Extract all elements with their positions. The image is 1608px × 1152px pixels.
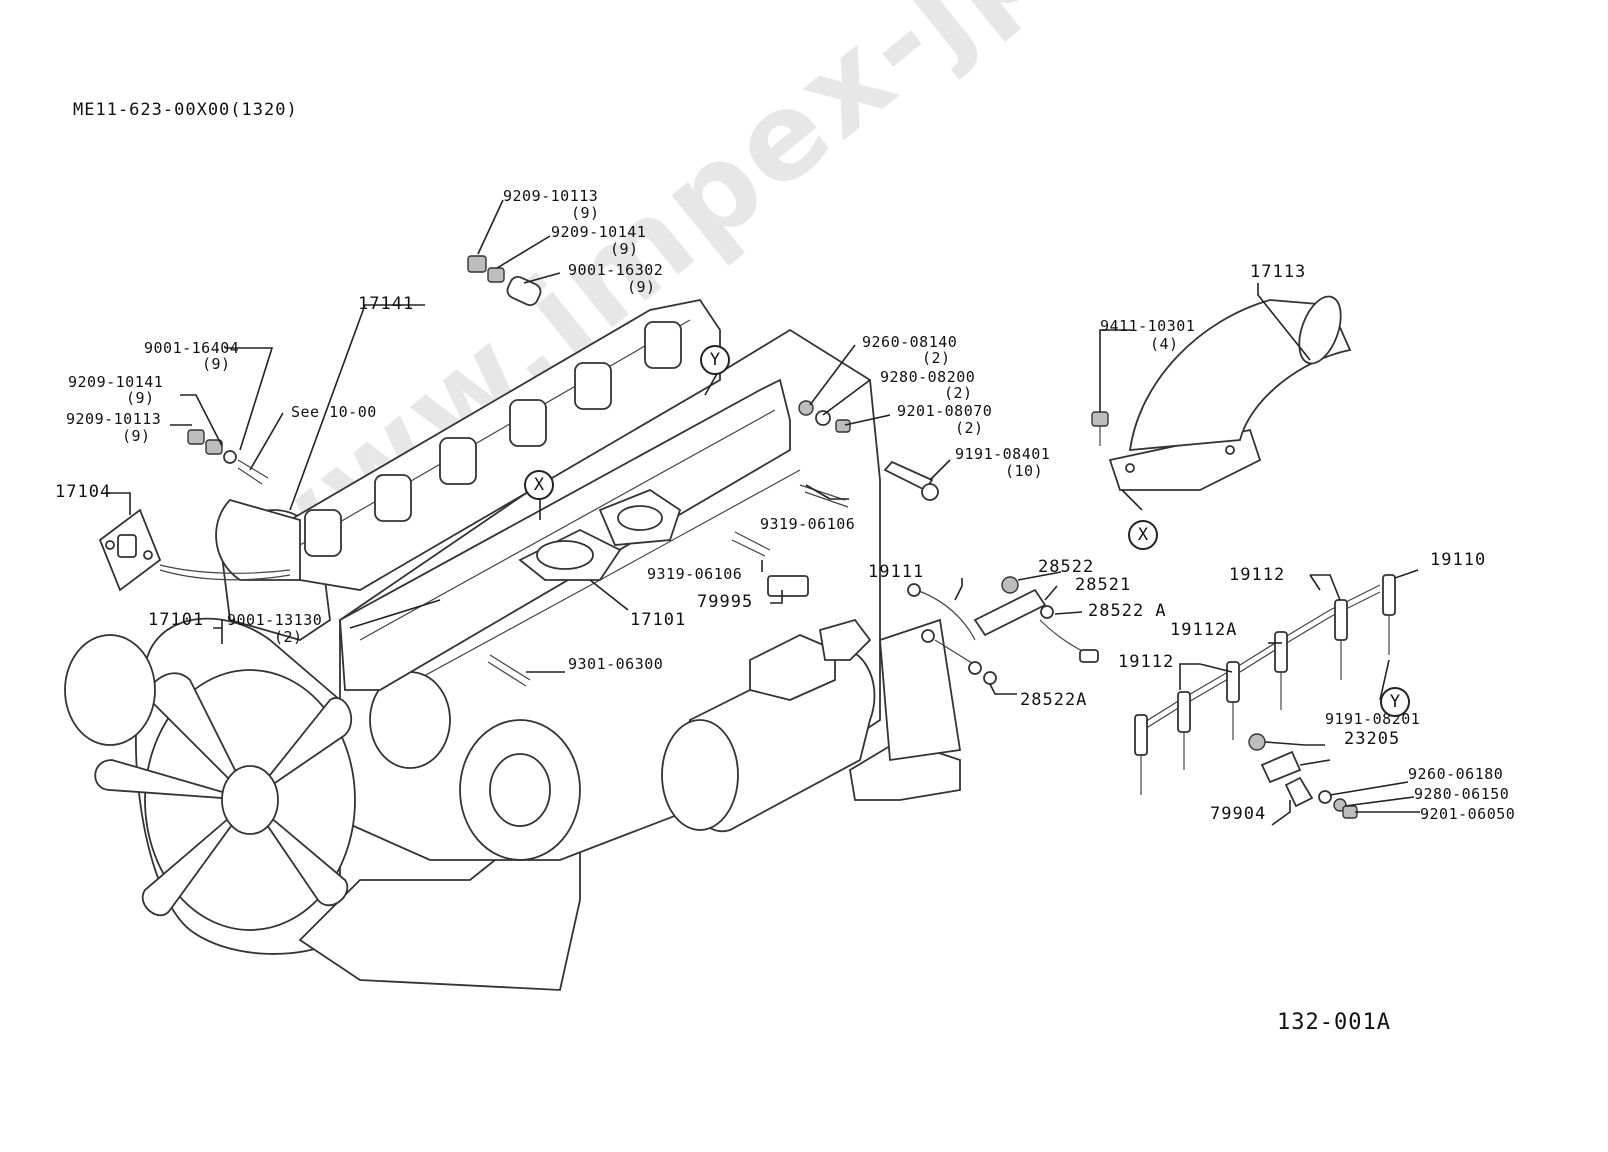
part-label: 9280-08200 — [880, 368, 976, 386]
figure-number: 132-001A — [1277, 1010, 1391, 1035]
part-qty: (4) — [1150, 335, 1179, 353]
part-label: 9001-16404 — [144, 339, 240, 357]
part-label: 9201-06050 — [1420, 805, 1516, 823]
part-label: 9209-10113 — [66, 410, 162, 428]
elbow-17113 — [1108, 295, 1352, 491]
part-label: 28522 — [1038, 557, 1095, 577]
part-label: 9201-08070 — [897, 402, 993, 420]
drawing-reference: ME11-623-00X00(1320) — [73, 100, 298, 120]
part-label: 9319-06106 — [760, 515, 856, 533]
gasket-17104 — [98, 508, 162, 592]
part-label: 9280-06150 — [1414, 785, 1510, 803]
part-qty: (9) — [202, 355, 231, 373]
part-label: 28522A — [1020, 690, 1088, 710]
glow-wiring — [907, 583, 1099, 675]
part-label: 19112A — [1170, 620, 1238, 640]
part-qty: (9) — [627, 278, 656, 296]
intake-manifold — [339, 378, 791, 691]
part-label: 79995 — [697, 592, 754, 612]
part-label: 9191-08401 — [955, 445, 1051, 463]
part-label: 9209-10113 — [503, 187, 599, 205]
part-label: 28522 A — [1088, 601, 1167, 621]
part-qty: (10) — [1005, 462, 1044, 480]
part-label: 28521 — [1075, 575, 1132, 595]
callout-y-manifold: Y — [700, 345, 730, 375]
see-reference: See 10-00 — [291, 403, 377, 421]
glow-plugs — [1134, 574, 1396, 795]
part-label: 9209-10141 — [551, 223, 647, 241]
callout-y-glowplug: Y — [1380, 687, 1410, 717]
callout-x-manifold: X — [524, 470, 554, 500]
part-label: 19112 — [1118, 652, 1175, 672]
leader-lines — [105, 199, 1420, 826]
part-qty: (9) — [126, 389, 155, 407]
part-label: 19111 — [868, 562, 925, 582]
part-label: 9209-10141 — [68, 373, 164, 391]
part-label: 19112 — [1229, 565, 1286, 585]
part-label: 79904 — [1210, 804, 1267, 824]
exhaust-manifold — [159, 298, 721, 591]
part-label: 9411-10301 — [1100, 317, 1196, 335]
part-label: 17113 — [1250, 262, 1307, 282]
part-label: 9001-16302 — [568, 261, 664, 279]
callout-x-elbow: X — [1128, 520, 1158, 550]
part-qty: (9) — [571, 204, 600, 222]
engine-block — [64, 328, 962, 991]
part-label: 9319-06106 — [647, 565, 743, 583]
part-label: 9001-13130 — [227, 611, 323, 629]
part-qty: (9) — [610, 240, 639, 258]
part-qty: (9) — [122, 427, 151, 445]
fasteners — [187, 255, 1358, 819]
part-label: 9260-08140 — [862, 333, 958, 351]
part-qty: (2) — [274, 628, 303, 646]
part-label: 23205 — [1344, 729, 1401, 749]
part-qty: (2) — [922, 349, 951, 367]
part-label: 17141 — [358, 294, 415, 314]
part-label: 17104 — [55, 482, 112, 502]
part-qty: (2) — [944, 384, 973, 402]
part-qty: (2) — [955, 419, 984, 437]
part-label: 19110 — [1430, 550, 1487, 570]
part-label: 9260-06180 — [1408, 765, 1504, 783]
part-label: 17101 — [148, 610, 205, 630]
part-label: 17101 — [630, 610, 687, 630]
part-label: 9301-06300 — [568, 655, 664, 673]
part-label: 9191-08201 — [1325, 710, 1421, 728]
